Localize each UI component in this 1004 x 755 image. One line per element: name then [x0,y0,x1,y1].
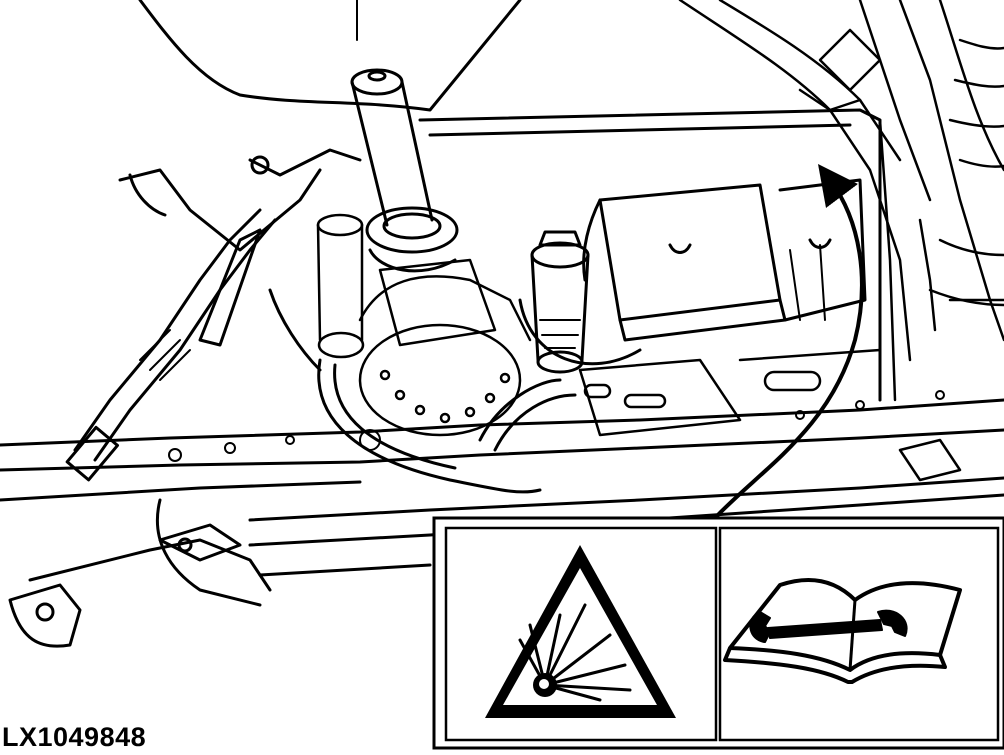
gearbox-assembly [358,258,532,437]
accumulator [316,213,365,359]
hydraulic-cylinder [350,68,459,273]
right-frame [878,118,1004,482]
battery-box [598,178,867,342]
safety-decal [432,516,1004,750]
frame-plate [578,348,882,437]
service-manual-wrench-icon [723,578,962,684]
hitch-drawbar [8,498,272,648]
cab-outline [138,0,522,112]
callout-arrow [713,163,864,520]
figure-id-label: LX1049848 [2,722,147,752]
bolts [168,390,945,462]
oil-filter [530,230,590,374]
hydraulic-hoses [268,198,642,494]
explosion-hazard-icon [485,545,676,718]
left-lift-arm [65,148,362,482]
